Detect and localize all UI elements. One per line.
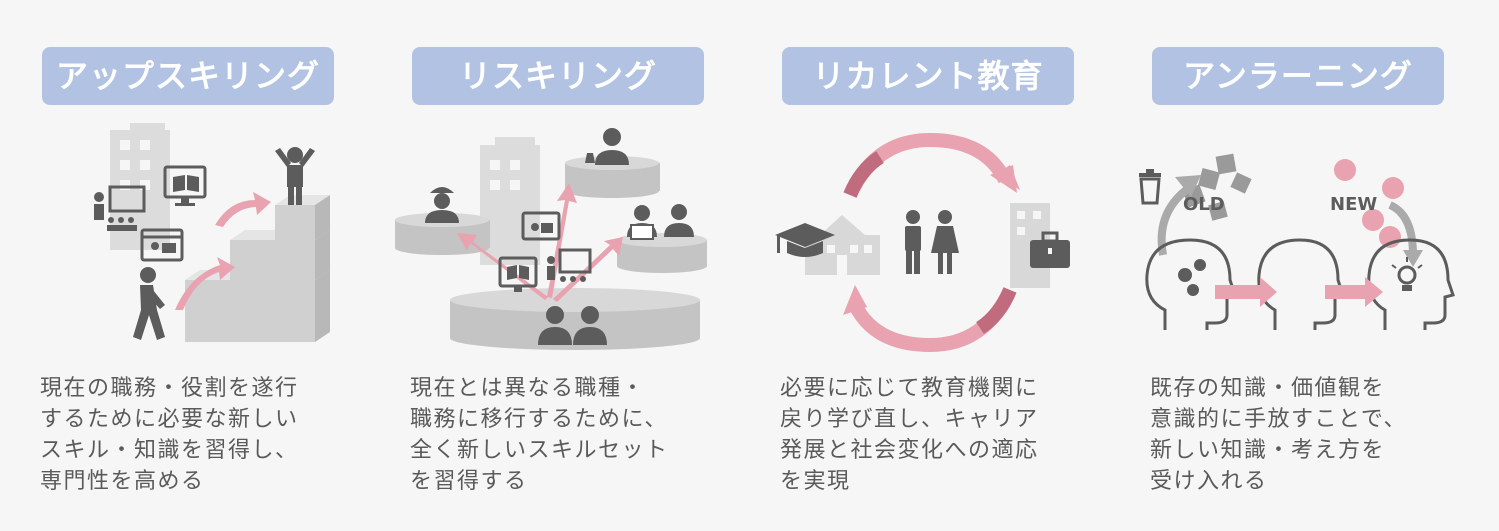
new-label: NEW (1330, 194, 1377, 215)
panel-title-unlearning: アンラーニング (1152, 47, 1444, 105)
old-label: OLD (1183, 194, 1225, 215)
stairs-icon (185, 195, 330, 342)
description-line: 戻り学び直し、キャリア (780, 407, 1039, 432)
trash-icon (1139, 169, 1161, 205)
progress-arrow-icon (175, 192, 271, 310)
description-line: 意識的に手放すことで、 (1150, 407, 1407, 432)
upskilling-illustration (94, 123, 330, 342)
description-line: 受け入れる (1150, 469, 1268, 494)
construction-worker-icon (425, 187, 459, 223)
description-line: を実現 (780, 469, 851, 494)
panel-unlearning: アンラーニング OLD (1139, 0, 1455, 531)
description-line: を習得する (410, 469, 528, 494)
panel-title-upskilling: アップスキリング (42, 47, 334, 105)
video-call-window-icon (521, 211, 561, 241)
head-with-gears-icon (1145, 238, 1237, 330)
description-line: スキル・知識を習得し、 (40, 438, 299, 463)
reskilling-illustration (395, 128, 707, 350)
scientist-icon (585, 128, 629, 165)
panel-description-unlearning: 既存の知識・価値観を 意識的に手放すことで、 新しい知識・考え方を 受け入れる (1150, 373, 1450, 497)
description-line: 専門性を高める (40, 469, 205, 494)
teacher-board-icon (94, 185, 146, 231)
base-platform (450, 288, 700, 350)
learners-icon (538, 306, 607, 345)
transition-arrow-icon (1215, 277, 1383, 307)
panel-reskilling: リスキリング (395, 0, 710, 531)
cheering-person-icon (275, 147, 315, 205)
description-line: 現在の職務・役割を遂行 (40, 376, 299, 401)
description-line: するために必要な新しい (40, 407, 299, 432)
video-call-window-icon (140, 228, 184, 262)
panel-recurrent-education: リカレント教育 (775, 0, 1080, 531)
panel-title-recurrent-education: リカレント教育 (782, 47, 1074, 105)
teacher-board-icon (547, 248, 592, 282)
woman-icon (931, 210, 959, 274)
old-knowledge-blocks-icon (1182, 153, 1252, 221)
description-line: 既存の知識・価値観を (1150, 376, 1386, 401)
description-line: 必要に応じて教育機関に (780, 376, 1039, 401)
panel-upskilling: アップスキリング (40, 0, 340, 531)
programmer-icon (627, 204, 694, 240)
description-line: 発展と社会変化への適応 (780, 438, 1039, 463)
panel-description-recurrent-education: 必要に応じて教育機関に 戻り学び直し、キャリア 発展と社会変化への適応 を実現 (780, 373, 1080, 497)
panel-title-reskilling: リスキリング (412, 47, 704, 105)
elearning-monitor-icon (163, 165, 207, 206)
man-icon (905, 210, 921, 274)
cycle-arrows-icon (843, 132, 1020, 353)
recurrent-education-illustration (775, 132, 1070, 353)
graduation-cap-icon (775, 223, 835, 257)
absorb-arrow-icon (1388, 201, 1423, 267)
description-line: 職務に移行するために、 (410, 407, 668, 432)
panel-description-upskilling: 現在の職務・役割を遂行 するために必要な新しい スキル・知識を習得し、 専門性を… (40, 373, 340, 497)
elearning-monitor-icon (498, 256, 538, 292)
description-line: 全く新しいスキルセット (410, 438, 669, 463)
description-line: 現在とは異なる職種・ (410, 376, 646, 401)
unlearning-illustration: OLD NEW (1139, 153, 1455, 330)
briefcase-icon (1030, 231, 1070, 268)
panel-description-reskilling: 現在とは異なる職種・ 職務に移行するために、 全く新しいスキルセット を習得する (410, 373, 710, 497)
description-line: 新しい知識・考え方を (1150, 438, 1386, 463)
walking-person-icon (133, 267, 165, 340)
